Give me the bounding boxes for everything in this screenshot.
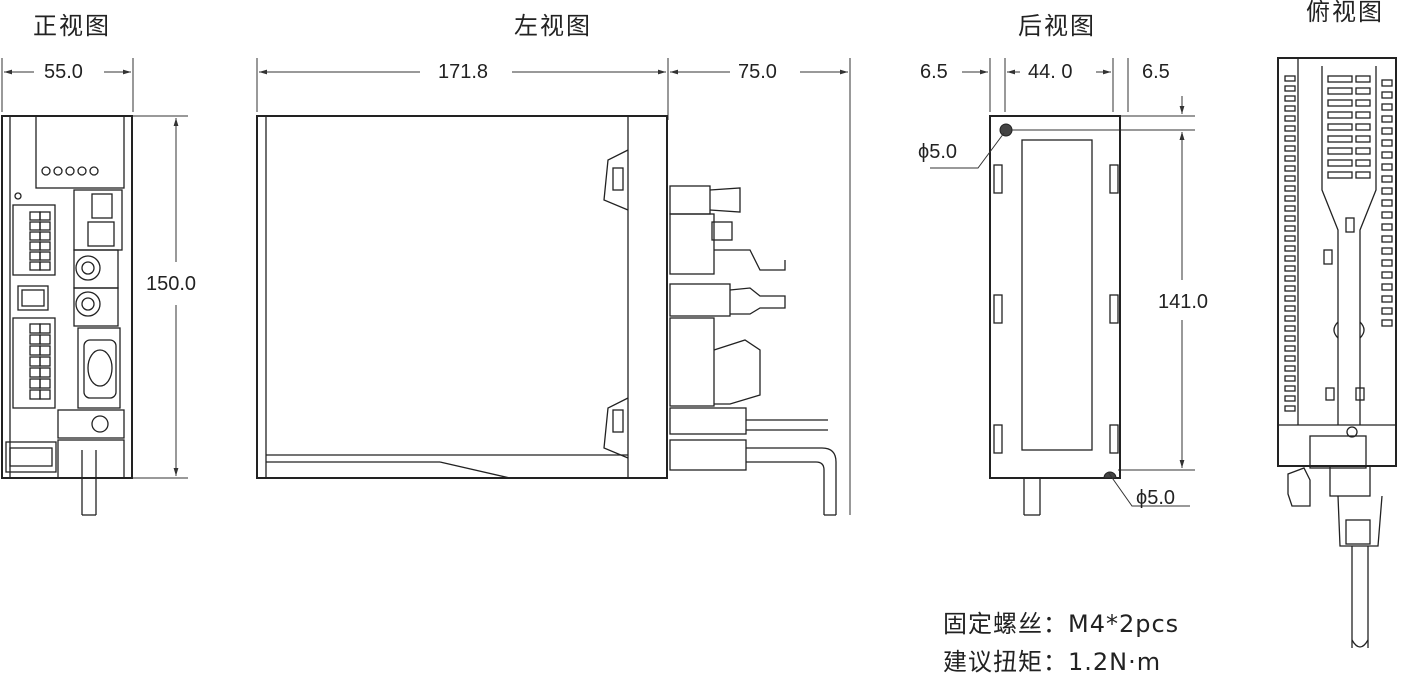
rear-view-drawing — [930, 58, 1195, 516]
torque-note: 建议扭矩：1.2N·m — [943, 648, 1162, 676]
rear-mid-dimension: 44. 0 — [1028, 61, 1073, 83]
front-height-dimension: 150.0 — [146, 273, 197, 295]
rear-margin-left-dimension: 6.5 — [920, 61, 948, 83]
screw-note: 固定螺丝：M4*2pcs — [943, 610, 1180, 638]
left-view-drawing — [256, 58, 851, 516]
left-depth-dimension: 171.8 — [438, 61, 489, 83]
top-view-title: 俯视图 — [1306, 0, 1384, 26]
left-view-title: 左视图 — [514, 12, 592, 40]
hole-top-dimension: ϕ5.0 — [918, 141, 958, 163]
rear-height-dimension: 141.0 — [1158, 291, 1209, 313]
front-view-title: 正视图 — [33, 12, 111, 40]
rear-margin-right-dimension: 6.5 — [1142, 61, 1170, 83]
front-view-drawing — [1, 58, 188, 516]
hole-bottom-dimension: ϕ5.0 — [1136, 487, 1176, 509]
left-connector-dimension: 75.0 — [738, 61, 777, 83]
top-view-drawing — [1277, 57, 1397, 648]
rear-view-title: 后视图 — [1018, 12, 1096, 40]
front-width-dimension: 55.0 — [44, 61, 83, 83]
